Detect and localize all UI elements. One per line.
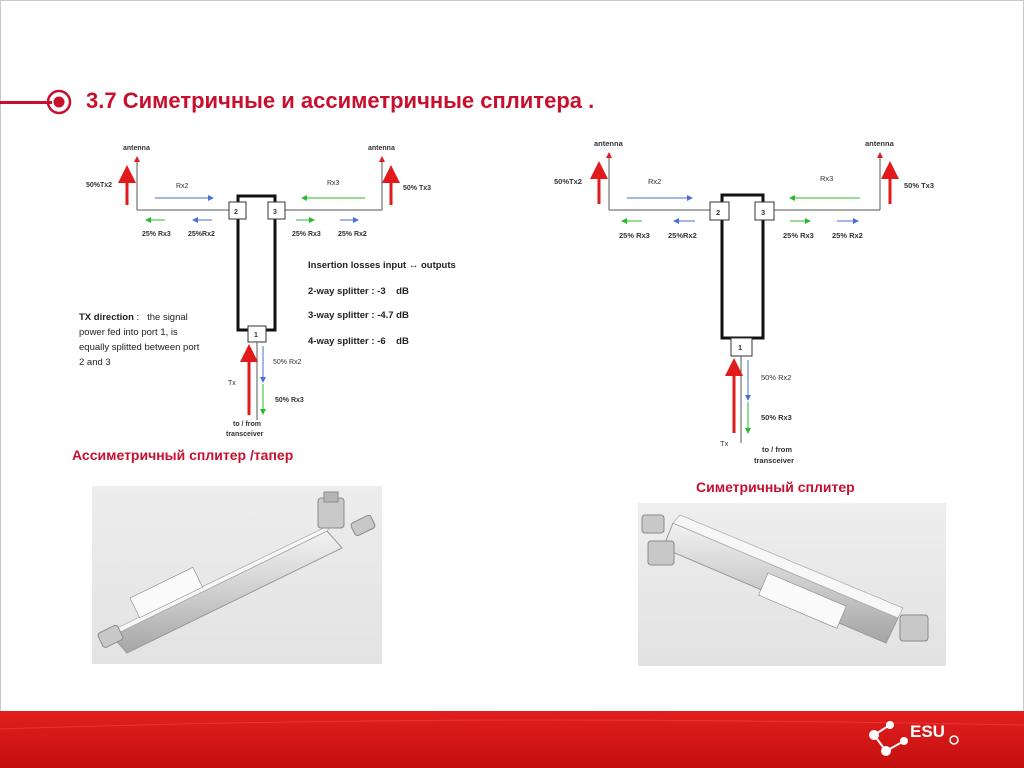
loss-4way: 4-way splitter : -6 dB [308, 336, 409, 347]
right-25rx2: 25% Rx2 [832, 231, 863, 240]
port-3-box [267, 201, 286, 220]
rx2-label: Rx2 [648, 177, 661, 186]
tx-label: Tx [228, 380, 236, 387]
loss-3way: 3-way splitter : -4.7 dB [308, 310, 409, 321]
transceiver-line2: transceiver [226, 431, 264, 438]
tx3-label: 50% Tx3 [904, 181, 934, 190]
antenna-left-label: antenna [594, 139, 624, 148]
tx-label: Tx [720, 439, 729, 448]
left-25rx2: 25%Rx2 [188, 231, 215, 238]
port-3-label: 3 [273, 209, 277, 216]
right-25rx3: 25% Rx3 [292, 231, 321, 238]
title-accent-line [0, 101, 52, 104]
antenna-left-label: antenna [123, 145, 150, 152]
left-25rx3: 25% Rx3 [619, 231, 650, 240]
txdir-line0: TX direction : the signal [79, 312, 188, 323]
port-2-box [228, 201, 247, 220]
loss-2way: 2-way splitter : -3 dB [308, 286, 409, 297]
esu-logo [869, 721, 959, 756]
caption-symmetric: Симетричный сплитер [696, 479, 855, 495]
port-2-box [709, 201, 730, 221]
left-splitter-diagram: antenna antenna 50%Tx2 50% Tx3 Rx2 Rx3 2… [79, 145, 456, 438]
title-bullet-icon [46, 89, 72, 115]
transceiver-line1: to / from [233, 421, 261, 428]
rx3-50-label: 50% Rx3 [761, 413, 792, 422]
rx2-50-label: 50% Rx2 [273, 359, 302, 366]
symmetric-splitter-photo [638, 503, 946, 666]
right-splitter-diagram: antenna antenna 50%Tx2 50% Tx3 Rx2 Rx3 2… [554, 139, 934, 465]
slide-title: 3.7 Симетричные и ассиметричные сплитера… [86, 88, 595, 113]
tx3-label: 50% Tx3 [403, 185, 431, 192]
port-2-label: 2 [716, 208, 720, 217]
left-25rx3: 25% Rx3 [142, 231, 171, 238]
insertion-title: Insertion losses input ↔ outputs [308, 260, 456, 271]
antenna-right-label: antenna [368, 145, 395, 152]
right-25rx3: 25% Rx3 [783, 231, 814, 240]
caption-asymmetric: Ассиметричный сплитер /тапер [72, 447, 294, 463]
antenna-right-label: antenna [865, 139, 895, 148]
txdir-line2: power fed into port 1, is [79, 327, 178, 338]
rx3-50-label: 50% Rx3 [275, 397, 304, 404]
footer-bar [0, 711, 1024, 768]
txdir-line3: equally splitted between port [79, 342, 200, 353]
txdir-line4: 2 and 3 [79, 357, 111, 368]
rx3-label: Rx3 [327, 180, 340, 187]
left-25rx2: 25%Rx2 [668, 231, 697, 240]
port-3-label: 3 [761, 208, 765, 217]
right-25rx2: 25% Rx2 [338, 231, 367, 238]
port-3-box [754, 201, 775, 221]
asymmetric-splitter-photo [92, 486, 382, 664]
esu-logo-text: ESU [910, 722, 945, 741]
rx3-label: Rx3 [820, 174, 833, 183]
port-2-label: 2 [234, 209, 238, 216]
port-1-label: 1 [738, 343, 742, 352]
transceiver-line1: to / from [762, 445, 792, 454]
transceiver-line2: transceiver [754, 456, 794, 465]
rx2-label: Rx2 [176, 183, 189, 190]
tx2-label: 50%Tx2 [86, 182, 112, 189]
tx2-label: 50%Tx2 [554, 177, 582, 186]
port-1-label: 1 [254, 332, 258, 339]
rx2-50-label: 50% Rx2 [761, 373, 791, 382]
